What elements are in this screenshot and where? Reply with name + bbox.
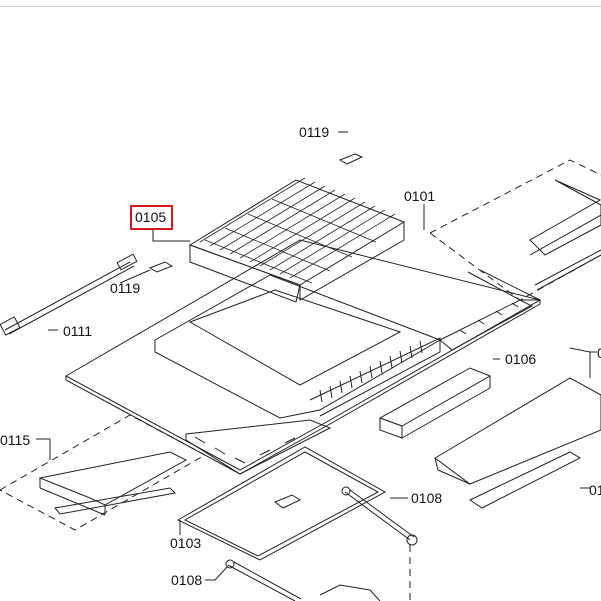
label-0119-left: 0119 bbox=[110, 280, 141, 296]
frame-rail-ticks bbox=[319, 340, 423, 403]
frame-0103-tab bbox=[273, 494, 302, 509]
label-0108-bottom: 0108 bbox=[171, 572, 203, 588]
grate-0105-right-side bbox=[299, 222, 405, 301]
label-part-right-cut-2: 01 bbox=[589, 482, 601, 498]
rod-0111 bbox=[0, 253, 138, 336]
glass-panel-0101 bbox=[64, 239, 542, 471]
bracket-strip-right bbox=[468, 451, 582, 509]
gas-spring-0108-bottom bbox=[225, 559, 302, 601]
clip-0119-left bbox=[148, 261, 174, 273]
rear-frame-strip bbox=[439, 299, 534, 351]
label-0111: 0111 bbox=[63, 323, 93, 339]
label-0105: 0105 bbox=[135, 209, 167, 225]
frame-cutout-inner bbox=[188, 289, 402, 386]
label-0115: 0115 bbox=[0, 432, 31, 448]
frame-0103 bbox=[176, 446, 387, 561]
grate-0105-side bbox=[189, 244, 301, 303]
frame-front-rail bbox=[309, 337, 441, 417]
front-frame-strip bbox=[185, 419, 332, 475]
label-0103: 0103 bbox=[170, 535, 202, 551]
highlight-box-0105[interactable] bbox=[130, 205, 173, 230]
frame-profile-0115 bbox=[38, 451, 188, 516]
bracket-strip-left bbox=[54, 487, 177, 515]
front-frame-slots bbox=[194, 436, 296, 464]
side-profile-right bbox=[434, 347, 601, 485]
control-unit-0106 bbox=[378, 367, 492, 439]
label-0106: 0106 bbox=[505, 351, 537, 367]
label-part-right-cut: 0 bbox=[597, 345, 601, 361]
gas-spring-0108-mid bbox=[341, 486, 418, 546]
frame-0103-inner bbox=[183, 451, 380, 557]
leader-lines bbox=[36, 131, 597, 581]
grate-0105-top bbox=[188, 179, 406, 286]
dashed-group-left bbox=[0, 414, 207, 531]
grate-grid-lines bbox=[199, 177, 396, 284]
clip-0119-top bbox=[338, 153, 364, 165]
bottom-bracket bbox=[319, 584, 381, 601]
label-0119-top: 0119 bbox=[299, 124, 330, 140]
rear-frame-slots bbox=[459, 302, 519, 335]
label-0108-mid: 0108 bbox=[411, 490, 443, 506]
label-0101: 0101 bbox=[404, 188, 436, 204]
rear-right-corner bbox=[467, 269, 541, 301]
frame-cutout-outer bbox=[154, 274, 442, 419]
glass-panel-edge bbox=[65, 300, 541, 475]
top-divider bbox=[0, 6, 601, 7]
right-top-profile bbox=[529, 179, 601, 291]
